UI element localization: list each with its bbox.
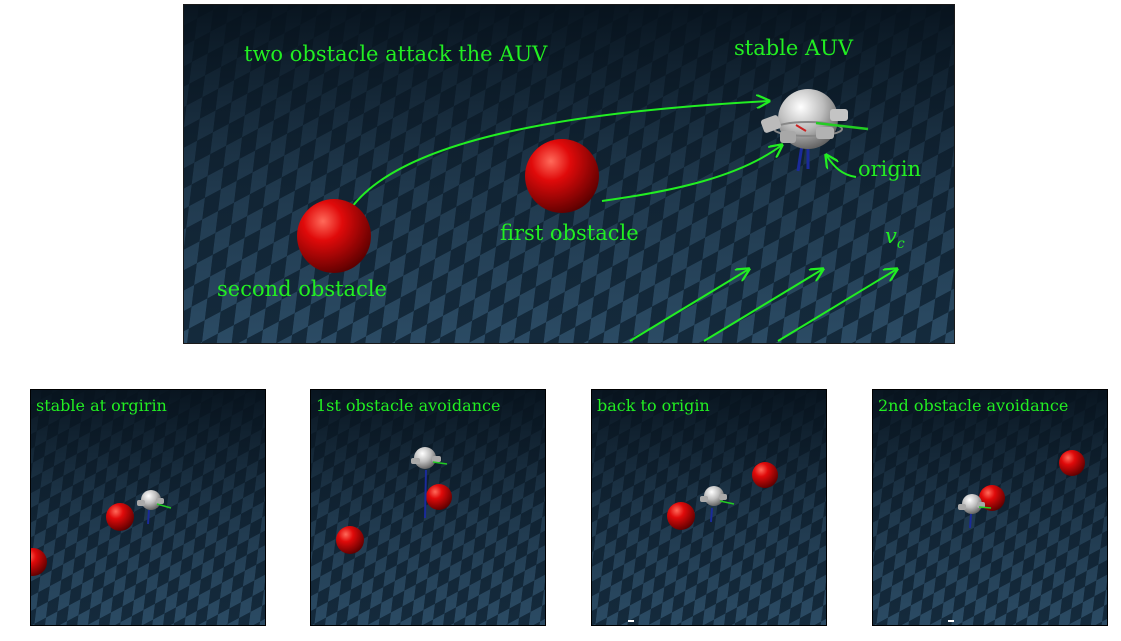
obstacle-sphere [426, 484, 452, 510]
second-obstacle-trajectory-arrow [351, 101, 769, 208]
thumbnail-back-to-origin: back to origin [591, 389, 827, 626]
first-obstacle-trajectory-arrow [601, 145, 782, 202]
thumbnail-caption: 2nd obstacle avoidance [878, 396, 1069, 415]
stable-auv-label: stable AUV [734, 36, 854, 60]
obstacle-sphere [336, 526, 364, 554]
obstacle-sphere [31, 548, 47, 576]
main-scene-panel: two obstacle attack the AUV stable AUV o… [183, 4, 955, 344]
obstacle-sphere [979, 485, 1005, 511]
thumbnail-first-obstacle-avoidance: 1st obstacle avoidance [310, 389, 546, 626]
origin-pointer-arrow [826, 155, 857, 178]
first-obstacle-sphere [525, 139, 599, 213]
obstacle-sphere [667, 502, 695, 530]
thumbnail-caption: stable at orgirin [36, 396, 167, 415]
second-obstacle-label: second obstacle [217, 277, 387, 301]
main-title: two obstacle attack the AUV [244, 42, 548, 66]
auv-robot [760, 89, 869, 172]
obstacle-sphere [1059, 450, 1085, 476]
first-obstacle-label: first obstacle [500, 221, 639, 245]
current-arrow-2 [703, 269, 823, 342]
current-velocity-label: vc [885, 224, 905, 253]
current-arrow-3 [777, 269, 897, 342]
obstacle-sphere [106, 503, 134, 531]
origin-label: origin [858, 157, 922, 181]
thumbnail-caption: 1st obstacle avoidance [316, 396, 501, 415]
auv-robot [700, 486, 735, 523]
auv-robot [411, 447, 448, 519]
auv-robot [137, 490, 172, 525]
obstacle-sphere [752, 462, 778, 488]
auv-robot [958, 494, 992, 529]
thumbnail-stable-at-origin: stable at orgirin [30, 389, 266, 626]
thumbnail-caption: back to origin [597, 396, 710, 415]
thumbnail-second-obstacle-avoidance: 2nd obstacle avoidance [872, 389, 1108, 626]
second-obstacle-sphere [297, 199, 371, 273]
main-scene-svg [184, 5, 954, 343]
current-arrow-1 [629, 269, 749, 342]
